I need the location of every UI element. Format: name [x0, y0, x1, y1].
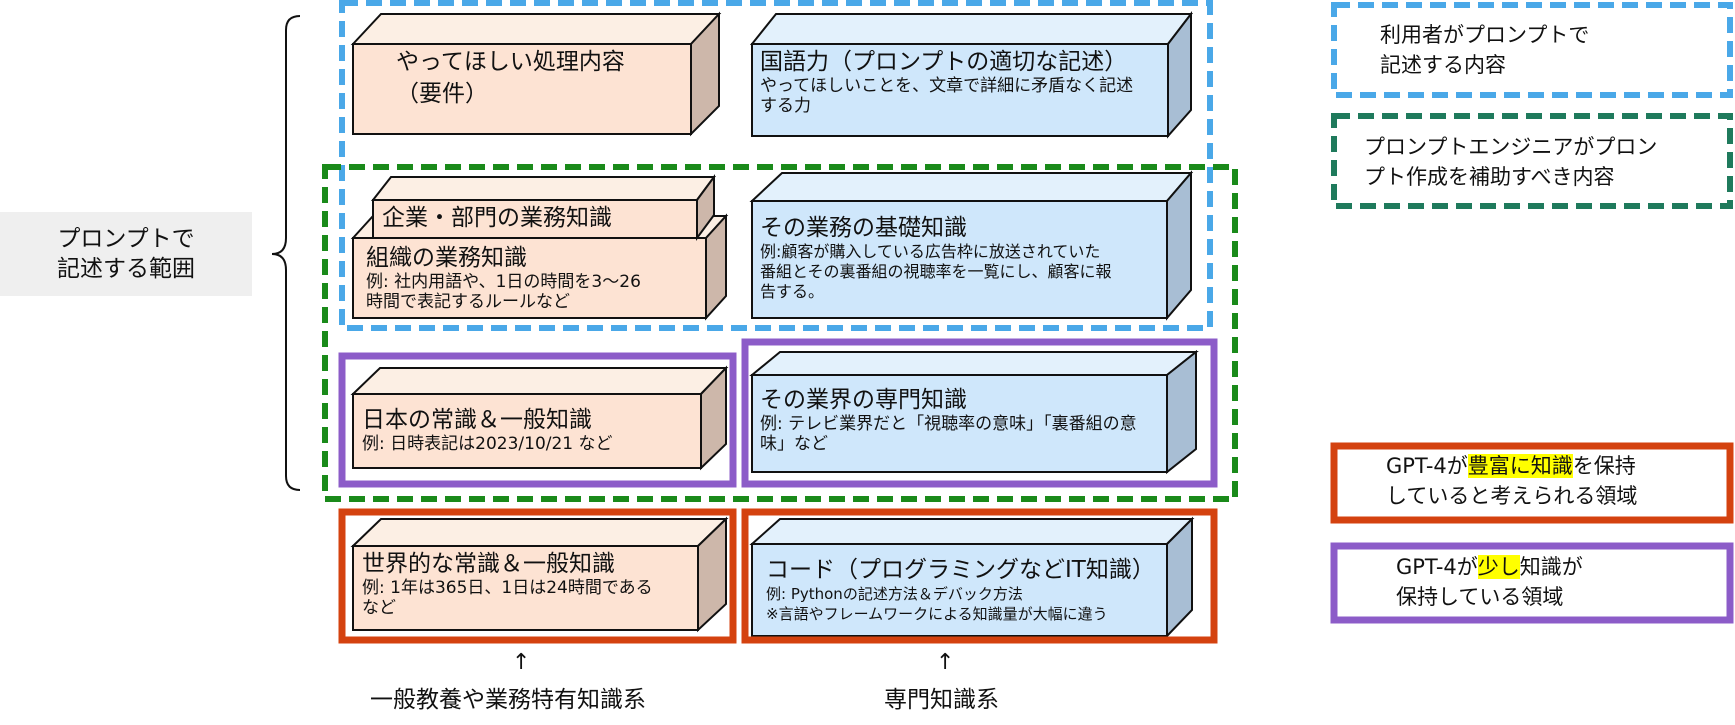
legend-little-text: GPT-4が少し知識が 保持している領域	[1396, 552, 1583, 612]
legend-engineer-box	[1331, 113, 1733, 209]
business-basics-desc2: 番組とその裏番組の視聴率を一覧にし、顧客に報	[760, 262, 1112, 281]
requirements-title: やってほしい処理内容	[396, 49, 625, 75]
region-engineer-dashed	[322, 164, 1238, 502]
legend-user-line1: 利用者がプロンプトで	[1380, 23, 1590, 47]
world-common-text: 世界的な常識＆一般知識 例: 1年は365日、1日は24時間である など	[362, 550, 653, 618]
scope-label-line1: プロンプトで	[57, 226, 195, 252]
requirements-text: やってほしい処理内容 （要件）	[396, 48, 625, 108]
bottom-label-right: 専門知識系	[884, 687, 999, 713]
business-basics-desc1: 例:顧客が購入している広告枠に放送されていた	[760, 242, 1101, 261]
japan-common-desc1: 例: 日時表記は2023/10/21 など	[362, 434, 613, 454]
legend-user-text: 利用者がプロンプトで 記述する内容	[1380, 20, 1589, 80]
japanese-desc1: やってほしいことを、文章で詳細に矛盾なく記述	[760, 76, 1134, 96]
bottom-label-left: 一般教養や業務特有知識系	[370, 687, 646, 713]
arrow-right-icon: ↑	[936, 650, 955, 675]
industry-text: その業界の専門知識 例: テレビ業界だと「視聴率の意味」「裏番組の意 味」など	[760, 386, 1137, 454]
organization-text: 組織の業務知識 例: 社内用語や、1日の時間を3～26 時間で表記するルールなど	[366, 244, 641, 312]
legend-little-prefix: GPT-4が	[1396, 555, 1478, 579]
world-common-title: 世界的な常識＆一般知識	[362, 551, 615, 577]
organization-desc1: 例: 社内用語や、1日の時間を3～26	[366, 272, 641, 292]
japanese-desc2: する力	[760, 96, 811, 116]
industry-desc1: 例: テレビ業界だと「視聴率の意味」「裏番組の意	[760, 414, 1137, 434]
legend-rich-line1: GPT-4が豊富に知識を保持	[1386, 451, 1637, 481]
legend-rich-text: GPT-4が豊富に知識を保持 していると考えられる領域	[1386, 451, 1637, 511]
japanese-title: 国語力（プロンプトの適切な記述）	[760, 49, 1128, 75]
legend-user-line2: 記述する内容	[1380, 53, 1506, 77]
legend-rich-suffix: を保持	[1572, 454, 1636, 478]
legend-engineer-text: プロンプトエンジニアがプロン プト作成を補助すべき内容	[1364, 132, 1657, 192]
industry-desc2: 味」など	[760, 434, 828, 454]
code-desc1: 例: Pythonの記述方法＆デバック方法	[766, 585, 1023, 603]
scope-label-line2: 記述する範囲	[57, 256, 195, 282]
world-common-desc2: など	[362, 598, 396, 618]
japan-common-text: 日本の常識＆一般知識 例: 日時表記は2023/10/21 など	[362, 406, 613, 454]
organization-title: 組織の業務知識	[366, 245, 527, 271]
business-basics-desc3: 告する。	[760, 282, 825, 301]
code-title: コード（プログラミングなどIT知識）	[766, 557, 1155, 583]
scope-label: プロンプトで 記述する範囲	[0, 212, 252, 296]
legend-little-line1: GPT-4が少し知識が	[1396, 552, 1583, 582]
industry-title: その業界の専門知識	[760, 387, 967, 413]
legend-little-suffix: 知識が	[1519, 555, 1583, 579]
block-industry	[749, 349, 1199, 475]
legend-rich-box	[1330, 442, 1734, 524]
japan-common-title: 日本の常識＆一般知識	[362, 407, 592, 433]
region-rich-right	[741, 508, 1218, 644]
legend-rich-highlight: 豊富に知識	[1467, 454, 1573, 478]
world-common-desc1: 例: 1年は365日、1日は24時間である	[362, 578, 653, 598]
region-rich-left	[338, 508, 737, 644]
block-japan-common	[350, 365, 729, 471]
legend-user-box	[1331, 2, 1733, 98]
legend-rich-prefix: GPT-4が	[1386, 454, 1468, 478]
legend-little-box	[1330, 542, 1734, 624]
code-desc2: ※言語やフレームワークによる知識量が大幅に違う	[766, 605, 1108, 623]
block-japanese	[749, 11, 1194, 139]
block-requirements	[350, 11, 722, 137]
legend-rich-line2: していると考えられる領域	[1386, 484, 1638, 508]
legend-engineer-line1: プロンプトエンジニアがプロン	[1364, 135, 1658, 159]
block-world-common	[350, 516, 729, 633]
block-company	[370, 173, 716, 242]
organization-desc2: 時間で表記するルールなど	[366, 292, 570, 312]
arrow-left-icon: ↑	[512, 650, 531, 675]
requirements-title2: （要件）	[396, 81, 488, 107]
block-business-basics	[749, 170, 1194, 321]
region-little-left	[338, 352, 737, 488]
legend-little-line2: 保持している領域	[1396, 585, 1564, 609]
business-basics-text: その業務の基礎知識 例:顧客が購入している広告枠に放送されていた 番組とその裏番…	[760, 214, 1112, 302]
scope-brace	[271, 15, 301, 491]
company-text: 企業・部門の業務知識	[382, 204, 612, 232]
business-basics-title: その業務の基礎知識	[760, 215, 967, 241]
region-user-dashed	[339, 0, 1213, 331]
region-little-right	[741, 338, 1218, 488]
legend-engineer-line2: プト作成を補助すべき内容	[1364, 165, 1615, 189]
company-title: 企業・部門の業務知識	[382, 205, 612, 231]
code-text: コード（プログラミングなどIT知識） 例: Pythonの記述方法＆デバック方法…	[766, 556, 1155, 624]
japanese-text: 国語力（プロンプトの適切な記述） やってほしいことを、文章で詳細に矛盾なく記述 …	[760, 48, 1133, 116]
block-code	[749, 516, 1195, 639]
legend-little-highlight: 少し	[1477, 555, 1520, 579]
